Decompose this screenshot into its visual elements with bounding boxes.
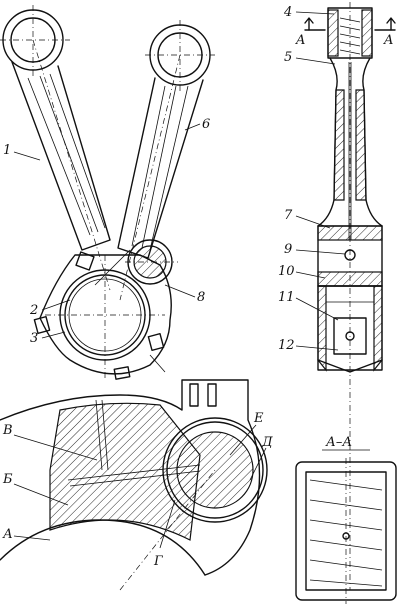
label-3: 3 <box>30 331 38 346</box>
section-a-a-title: А–А <box>325 435 352 450</box>
label-v: В <box>2 423 13 438</box>
sectioned-small-end <box>327 2 373 590</box>
section-marker-a-a <box>304 17 396 31</box>
label-1: 1 <box>3 143 11 158</box>
label-12: 12 <box>278 338 295 353</box>
link-pin <box>125 239 178 285</box>
left-rod-shank <box>11 39 111 291</box>
callout-12: 12 <box>278 338 339 353</box>
oil-passage-detail <box>0 379 268 591</box>
callout-5: 5 <box>284 50 336 65</box>
callout-7: 7 <box>284 208 331 229</box>
callout-10: 10 <box>278 264 326 279</box>
label-6: 6 <box>202 117 210 132</box>
callout-1: 1 <box>3 143 41 161</box>
label-a-right: A <box>383 33 393 48</box>
label-9: 9 <box>284 242 292 257</box>
section-a-a-view <box>295 458 397 604</box>
callout-3: 3 <box>30 331 66 346</box>
label-5: 5 <box>284 50 292 65</box>
callout-e: Е <box>229 411 264 456</box>
callout-g: Г <box>153 499 176 569</box>
label-11: 11 <box>278 290 295 305</box>
big-end-housing <box>33 249 172 380</box>
label-a-detail: А <box>2 527 13 542</box>
sectioned-shank <box>317 57 383 240</box>
callout-b: Б <box>2 472 69 506</box>
callout-8: 8 <box>164 284 205 305</box>
label-a-left: A <box>295 33 305 48</box>
callout-9: 9 <box>284 242 346 257</box>
label-b: Б <box>2 472 13 487</box>
callout-d: Д <box>249 435 273 481</box>
label-2: 2 <box>29 303 38 318</box>
callout-4: 4 <box>283 5 335 20</box>
label-d: Д <box>261 435 273 450</box>
callout-6: 6 <box>184 117 210 132</box>
left-rod-small-end <box>0 5 70 76</box>
callout-2: 2 <box>29 299 71 318</box>
sectioned-rod <box>304 2 396 590</box>
sectioned-big-end <box>317 225 383 373</box>
callout-v: В <box>2 423 98 461</box>
v-rod-assembly <box>0 5 215 380</box>
label-10: 10 <box>278 264 295 279</box>
section-title: А–А <box>322 435 370 451</box>
label-g: Г <box>153 554 163 569</box>
label-e: Е <box>253 411 264 426</box>
label-7: 7 <box>284 208 293 223</box>
label-4: 4 <box>283 5 292 20</box>
callout-a-detail: А <box>2 527 51 542</box>
callout-11: 11 <box>278 290 339 321</box>
right-rod-shank <box>117 54 204 301</box>
label-8: 8 <box>197 290 205 305</box>
